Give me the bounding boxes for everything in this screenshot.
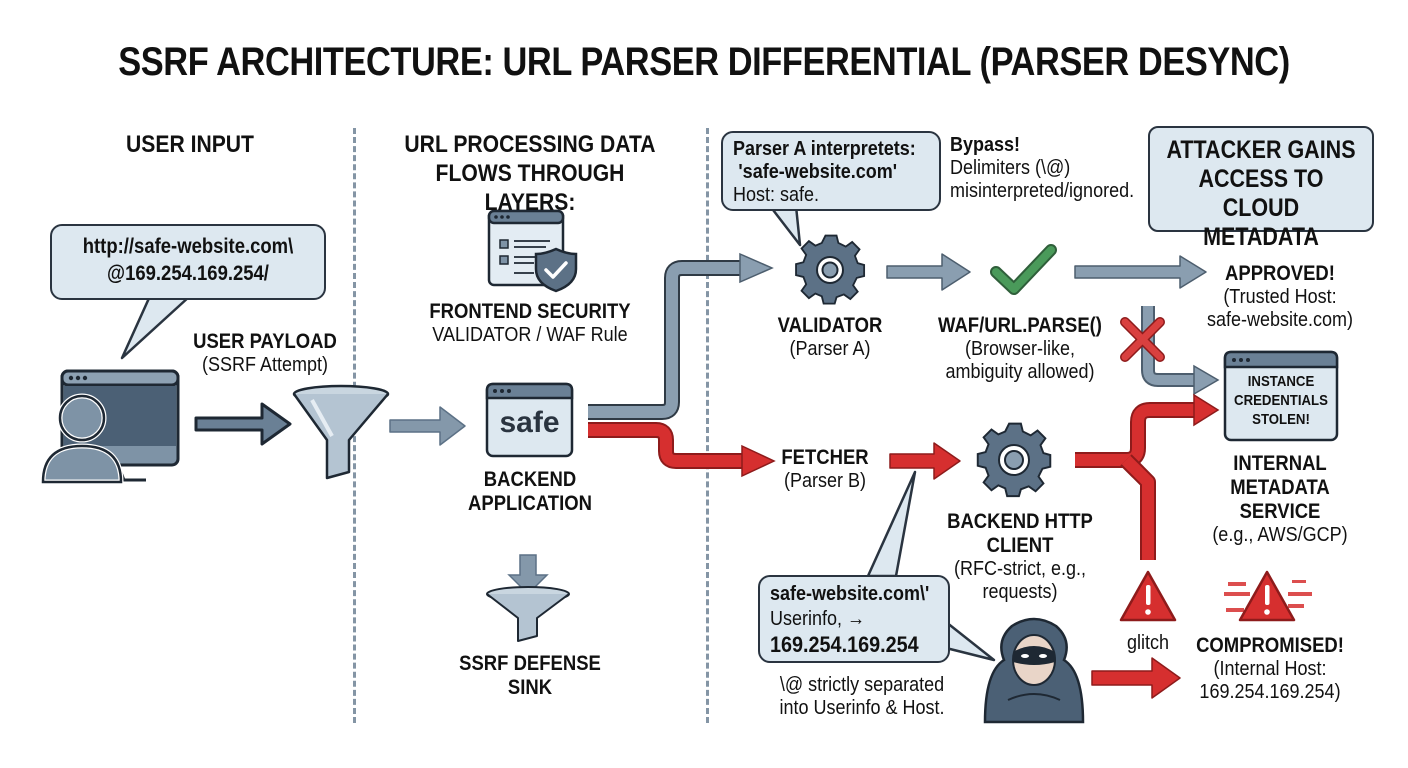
client-title: BACKEND HTTP CLIENT (947, 510, 1093, 557)
waf-subtitle-1: (Browser-like, (964, 338, 1076, 360)
parser-b-line1: safe-website.com\' (770, 583, 930, 605)
payload-url-line1: http://safe-website.com\ (82, 235, 294, 258)
validator-gear-icon (795, 234, 866, 305)
compromised-title: COMPROMISED! (1196, 634, 1344, 657)
sink-label-line1: SSRF DEFENSE (459, 652, 601, 675)
arrow-validator-to-waf (886, 253, 971, 291)
metadata-window-line1: INSTANCE (1247, 373, 1315, 390)
client-gear-icon (976, 422, 1052, 498)
waf-subtitle-2: ambiguity allowed) (945, 361, 1095, 383)
parser-b-note: \@ strictly separated into Userinfo & Ho… (762, 674, 962, 720)
frontend-security-subtitle: VALIDATOR / WAF Rule (432, 324, 628, 346)
compromised-subtitle-2: 169.254.169.254) (1199, 681, 1341, 703)
bypass-title: Bypass! (950, 134, 1021, 156)
backend-client-label: BACKEND HTTP CLIENT (RFC-strict, e.g., r… (905, 510, 1135, 604)
backend-window-text: safe (499, 406, 560, 439)
metadata-title-1: INTERNAL (1233, 452, 1327, 475)
arrow-funnel-to-backend (389, 406, 466, 446)
arrow-waf-to-approved (1074, 255, 1207, 289)
metadata-window-line2: CREDENTIALS (1234, 392, 1328, 409)
backend-app-window-icon (485, 382, 574, 458)
validator-label: VALIDATOR (Parser A) (760, 314, 900, 361)
waf-label: WAF/URL.PARSE() (Browser-like, ambiguity… (920, 314, 1120, 384)
metadata-title-2: METADATA (1230, 476, 1330, 499)
parser-b-line3: 169.254.169.254 (770, 632, 919, 657)
outcome-box-line3: METADATA (1203, 223, 1319, 251)
metadata-subtitle: (e.g., AWS/GCP) (1212, 524, 1348, 546)
client-subtitle-1: (RFC-strict, e.g., (953, 558, 1086, 580)
glitch-warning-icon (1119, 570, 1177, 622)
backend-label-line1: BACKEND (483, 468, 577, 491)
fetcher-title: FETCHER (781, 446, 869, 469)
approved-subtitle-1: (Trusted Host: (1223, 286, 1337, 308)
waf-title: WAF/URL.PARSE() (938, 314, 1102, 337)
validator-title: VALIDATOR (777, 314, 883, 337)
diagram-title: SSRF ARCHITECTURE: URL PARSER DIFFERENTI… (118, 40, 1290, 84)
outcome-box-line1: ATTACKER GAINS (1166, 136, 1356, 164)
user-payload-bubble: http://safe-website.com\ @169.254.169.25… (50, 224, 326, 300)
parser-a-bubble-tail (768, 204, 802, 247)
attacker-outcome-box: ATTACKER GAINS ACCESS TO CLOUD METADATA (1148, 126, 1374, 251)
user-payload-label: USER PAYLOAD (SSRF Attempt) (180, 330, 350, 377)
parser-b-note-line1: \@ strictly separated (779, 674, 945, 696)
frontend-security-label: FRONTEND SECURITY VALIDATOR / WAF Rule (400, 300, 660, 347)
backend-label-line2: APPLICATION (468, 492, 592, 515)
section-divider-2 (706, 128, 709, 723)
ssrf-defense-sink-label: SSRF DEFENSE SINK (430, 652, 630, 700)
parser-a-line1: Parser A interpretets: (733, 138, 916, 160)
sink-label-line2: SINK (507, 676, 553, 699)
processing-heading-line1: URL PROCESSING DATA (404, 131, 656, 158)
user-payload-title: USER PAYLOAD (193, 330, 337, 353)
metadata-service-label: INTERNAL METADATA SERVICE (e.g., AWS/GCP… (1190, 452, 1370, 547)
arrow-user-to-funnel (194, 402, 292, 446)
parser-a-line2: 'safe-website.com' (738, 161, 898, 183)
backend-application-label: BACKEND APPLICATION (440, 468, 620, 516)
processing-heading-line2: FLOWS THROUGH LAYERS: (435, 160, 625, 216)
metadata-window-text: INSTANCE CREDENTIALS STOLEN! (1232, 372, 1331, 429)
frontend-security-title: FRONTEND SECURITY (429, 300, 631, 323)
blocked-x-icon (1120, 317, 1165, 362)
pipe-gray-blocked (1141, 306, 1196, 387)
user-payload-subtitle: (SSRF Attempt) (201, 354, 329, 376)
bypass-line1: Delimiters (\@) (950, 157, 1071, 179)
parser-a-bubble: Parser A interpretets: 'safe-website.com… (721, 131, 941, 211)
compromised-subtitle-1: (Internal Host: (1213, 658, 1327, 680)
funnel-icon (292, 384, 390, 480)
ssrf-defense-sink-icon (486, 554, 570, 642)
outcome-box-line2: ACCESS TO CLOUD (1198, 165, 1324, 222)
validator-subtitle: (Parser A) (789, 338, 871, 360)
processing-heading: URL PROCESSING DATA FLOWS THROUGH LAYERS… (389, 130, 671, 217)
metadata-window-line3: STOLEN! (1252, 411, 1310, 428)
attacker-hooded-icon (983, 617, 1085, 724)
payload-url-line2: @169.254.169.254/ (107, 262, 269, 285)
parser-b-bubble: safe-website.com\' Userinfo, → 169.254.1… (758, 575, 950, 663)
user-input-heading: USER INPUT (126, 131, 254, 158)
parser-b-note-line2: into Userinfo & Host. (779, 697, 945, 719)
fetcher-subtitle: (Parser B) (783, 470, 867, 492)
compromised-label: COMPROMISED! (Internal Host: 169.254.169… (1180, 634, 1360, 704)
parser-b-line2: Userinfo, → (770, 608, 866, 630)
bypass-note: Bypass! Delimiters (\@) misinterpreted/i… (950, 134, 1170, 203)
metadata-window-icon (1223, 350, 1339, 442)
approved-label: APPROVED! (Trusted Host: safe-website.co… (1190, 262, 1370, 332)
metadata-title-3: SERVICE (1239, 500, 1321, 523)
bypass-line2: misinterpreted/ignored. (950, 180, 1135, 202)
arrow-attacker-to-compromised (1091, 657, 1181, 699)
arrow-fetcher-to-client (889, 442, 961, 480)
frontend-security-icon (487, 209, 578, 293)
parser-a-line3: Host: safe. (733, 184, 820, 206)
fetcher-label: FETCHER (Parser B) (770, 446, 880, 493)
compromised-warning-icon (1224, 570, 1312, 622)
user-monitor-icon (40, 369, 180, 485)
glitch-label: glitch (1126, 632, 1170, 654)
client-subtitle-2: requests) (982, 581, 1058, 603)
approved-subtitle-2: safe-website.com) (1206, 309, 1354, 331)
approved-title: APPROVED! (1225, 262, 1335, 285)
